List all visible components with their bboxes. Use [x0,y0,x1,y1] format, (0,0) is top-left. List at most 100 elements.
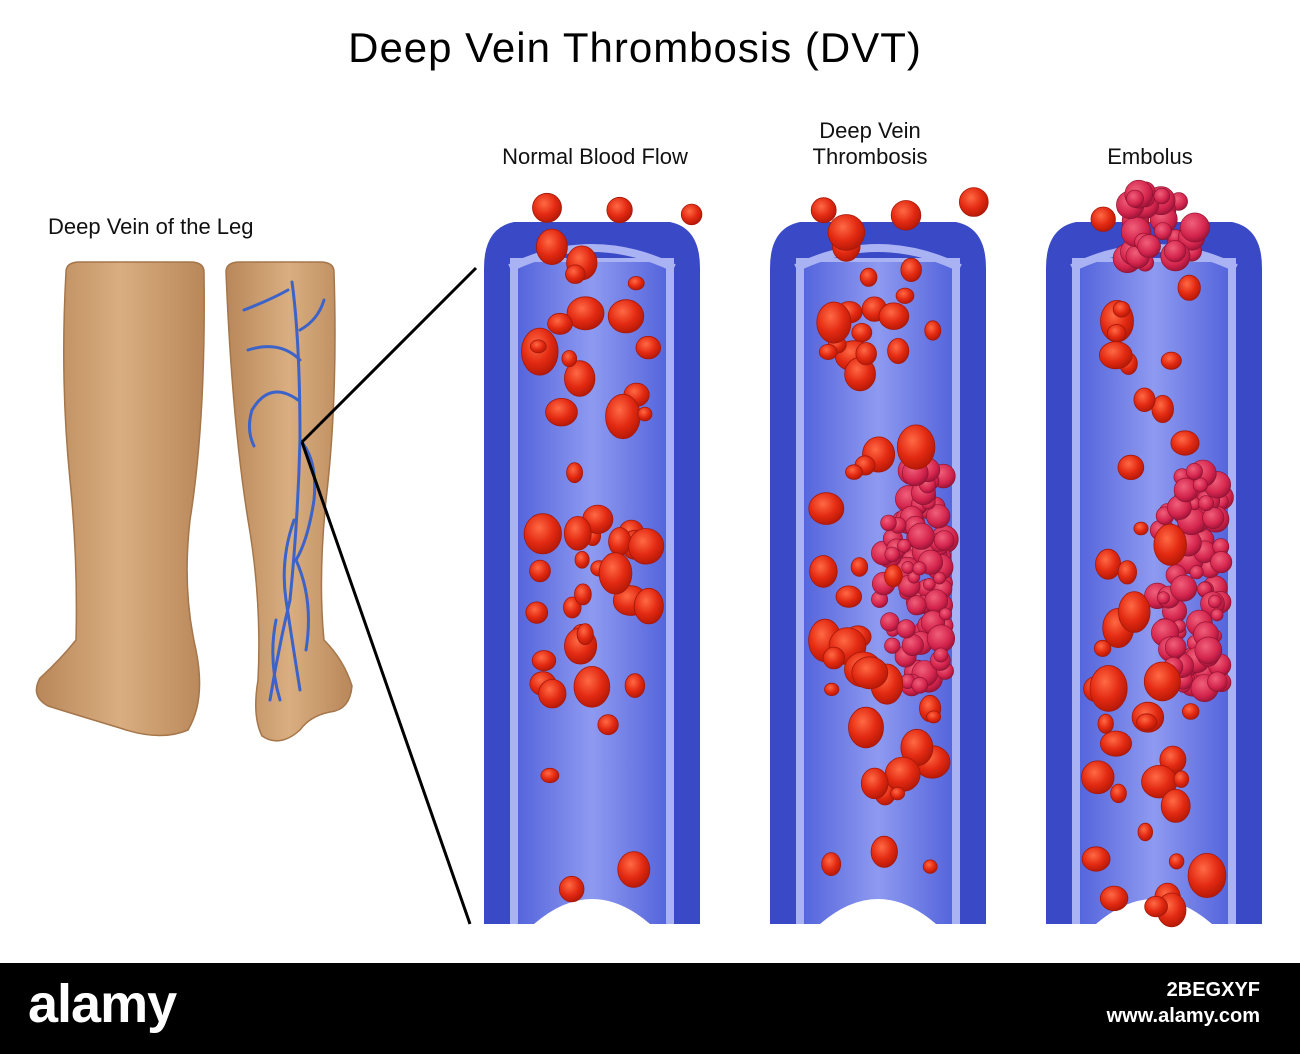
leg-label: Deep Vein of the Leg [48,214,254,239]
red-blood-cell [628,528,665,565]
red-blood-cell [566,296,605,331]
red-blood-cell [1153,523,1187,566]
red-blood-cell [859,267,878,287]
red-blood-cell [1097,713,1114,734]
clot-cell [1208,594,1222,609]
vessel-rim [794,244,962,272]
red-blood-cell [1144,895,1168,918]
clot-cell [901,561,915,574]
red-blood-cell [1081,846,1111,872]
embolus-cell [1154,222,1172,241]
clot-cell [896,619,916,639]
red-blood-cell [606,196,633,224]
clot-cell [884,637,901,654]
clot-cell [1156,591,1170,605]
clot-cell [1192,477,1208,493]
embolus-cell [1126,189,1144,208]
red-blood-cell [870,835,898,868]
red-blood-cell [895,287,915,304]
red-blood-cell [848,706,884,749]
red-blood-cell [607,299,645,334]
clot-cell [933,647,949,663]
red-blood-cell [835,585,863,608]
panel-label-normal: Normal Blood Flow [502,144,688,169]
red-blood-cell [597,714,619,736]
red-blood-cell [1099,341,1133,370]
red-blood-cell [855,342,877,366]
clot-cell [1189,565,1204,580]
red-blood-cell [924,320,942,341]
red-blood-cell [1099,885,1129,912]
red-blood-cell [680,203,703,226]
red-blood-cell [887,337,910,364]
vessel-embolus [1046,179,1262,928]
footer-site: www.alamy.com [1106,1005,1260,1027]
red-blood-cell [1168,853,1185,870]
red-blood-cell [563,515,592,551]
red-blood-cell [598,552,633,595]
vessel-dvt [770,187,989,924]
clot-cell [1198,495,1214,512]
red-blood-cell [851,322,873,343]
embolus-cell [1153,187,1171,205]
red-blood-cell [538,679,567,709]
embolus-cell [1180,212,1210,243]
embolus-cluster [1112,179,1210,273]
embolus-cell [1137,234,1161,258]
red-blood-cell [1170,430,1200,456]
red-blood-cell [890,786,905,801]
red-blood-cell [1160,789,1191,823]
red-blood-cell [845,464,863,480]
vessel-opening [534,899,650,924]
red-blood-cell [1160,351,1182,370]
red-blood-cell [878,302,910,330]
clot-cell [1202,506,1225,529]
red-blood-cell [884,564,903,588]
red-blood-cell [559,875,585,903]
red-blood-cell [816,301,852,344]
red-blood-cell [529,559,551,583]
clot-cell [880,612,900,632]
red-blood-cell [851,656,889,690]
red-blood-cell [1187,853,1227,899]
red-blood-cell [523,513,562,555]
red-blood-cell [1143,661,1181,702]
red-blood-cell [540,767,560,784]
clot-cell [1185,462,1203,480]
red-blood-cell [821,852,842,876]
red-blood-cell [1133,387,1156,413]
red-blood-cell [1136,713,1158,731]
red-blood-cell [531,650,557,672]
thrombus [871,456,959,697]
panel-label-embolus: Embolus [1107,144,1193,169]
clot-cell [1210,608,1224,622]
red-blood-cell [547,312,573,335]
red-blood-cell [561,350,578,368]
red-blood-cell [1110,783,1127,804]
red-blood-cell [850,557,869,577]
red-blood-cell [576,623,594,646]
footer-image-id: 2BEGXYF [1166,979,1260,1001]
red-blood-cell [1112,300,1131,318]
red-blood-cell [566,462,583,484]
red-blood-cell [635,335,662,360]
right-leg [225,261,353,742]
red-blood-cell [809,555,838,588]
red-blood-cell [926,710,942,724]
clot-cell [1194,636,1223,665]
clot-cell [906,595,927,616]
red-blood-cell [637,406,653,422]
diagram-title: Deep Vein Thrombosis (DVT) [348,24,922,71]
red-blood-cell [824,682,840,697]
red-blood-cell [545,398,578,427]
red-blood-cell [525,601,549,624]
red-blood-cell [563,596,582,619]
clot-cell [933,530,955,551]
red-blood-cell [605,393,641,440]
clot-cell [1210,551,1233,574]
vessel-opening [820,899,936,924]
red-blood-cell [1095,548,1122,580]
clot-cell [880,514,897,532]
thrombus [1144,459,1234,703]
